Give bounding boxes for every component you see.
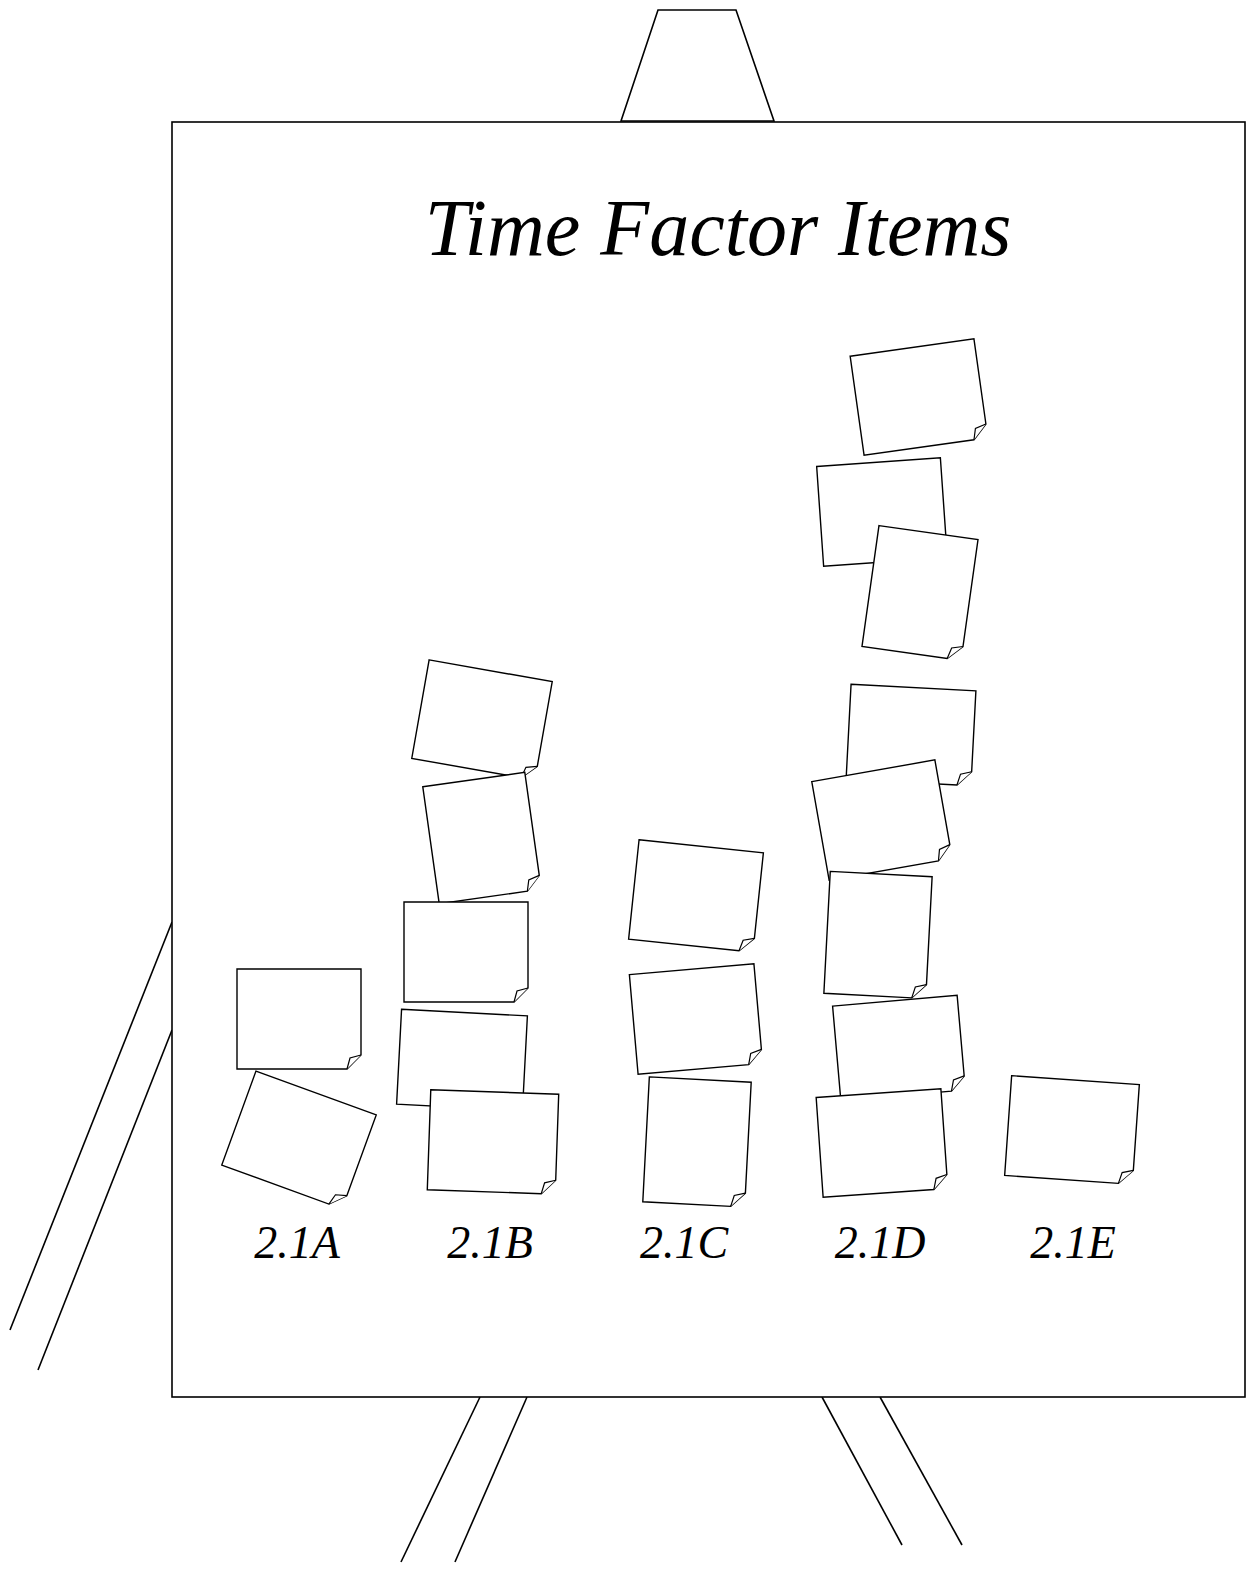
sticky-note (1005, 1076, 1140, 1185)
sticky-note (643, 1077, 751, 1207)
chart-title: Time Factor Items (425, 188, 1012, 268)
easel-top (621, 10, 774, 121)
easel-leg (10, 922, 172, 1330)
note-fold (972, 424, 988, 440)
note-fold (947, 645, 963, 661)
note-fold (739, 937, 754, 952)
easel-leg (401, 1397, 480, 1562)
note-sheet (850, 339, 988, 455)
note-sheet (643, 1077, 751, 1207)
note-fold (957, 771, 972, 786)
note-sheet (833, 995, 966, 1101)
note-sheet (222, 1071, 376, 1209)
note-fold (933, 1175, 948, 1190)
easel-leg (822, 1397, 902, 1545)
note-sheet (404, 902, 528, 1002)
note-sheet (412, 660, 552, 780)
note-sheet (812, 760, 952, 880)
note-sheet (427, 1090, 558, 1194)
note-sheet (629, 840, 764, 953)
column-label: 2.1B (447, 1220, 533, 1266)
note-fold (936, 845, 952, 861)
note-fold (1118, 1169, 1133, 1184)
sticky-note (816, 1089, 948, 1197)
easel-leg (38, 1030, 172, 1370)
note-sheet (816, 1089, 948, 1197)
easel-leg (455, 1397, 527, 1562)
note-fold (514, 988, 528, 1002)
note-sheet (423, 772, 541, 903)
sticky-note (427, 1090, 558, 1194)
note-sheet (237, 969, 361, 1069)
sticky-note (237, 969, 361, 1069)
note-sheet (1005, 1076, 1140, 1185)
sticky-note (404, 902, 528, 1002)
sticky-note (629, 840, 764, 953)
column-label: 2.1E (1030, 1220, 1116, 1266)
sticky-note (824, 871, 932, 998)
note-fold (731, 1192, 746, 1207)
note-fold (541, 1180, 555, 1194)
sticky-note (222, 1071, 376, 1209)
note-sheet (862, 526, 978, 661)
board (172, 122, 1245, 1397)
column-label: 2.1D (835, 1220, 926, 1266)
sticky-note (862, 526, 978, 661)
note-fold (950, 1076, 965, 1091)
sticky-note (850, 339, 988, 455)
note-sheet (824, 871, 932, 998)
sticky-note (423, 772, 541, 903)
note-fold (912, 984, 927, 999)
note-fold (747, 1049, 762, 1064)
note-sheet (629, 964, 762, 1075)
column-label: 2.1C (640, 1220, 728, 1266)
sticky-note (833, 995, 966, 1101)
sticky-note (629, 964, 762, 1075)
easel-leg (880, 1397, 962, 1545)
column-label: 2.1A (254, 1220, 340, 1266)
note-fold (525, 875, 541, 891)
note-fold (329, 1191, 347, 1209)
sticky-note (412, 660, 552, 780)
note-fold (347, 1055, 361, 1069)
sticky-note (812, 760, 952, 880)
